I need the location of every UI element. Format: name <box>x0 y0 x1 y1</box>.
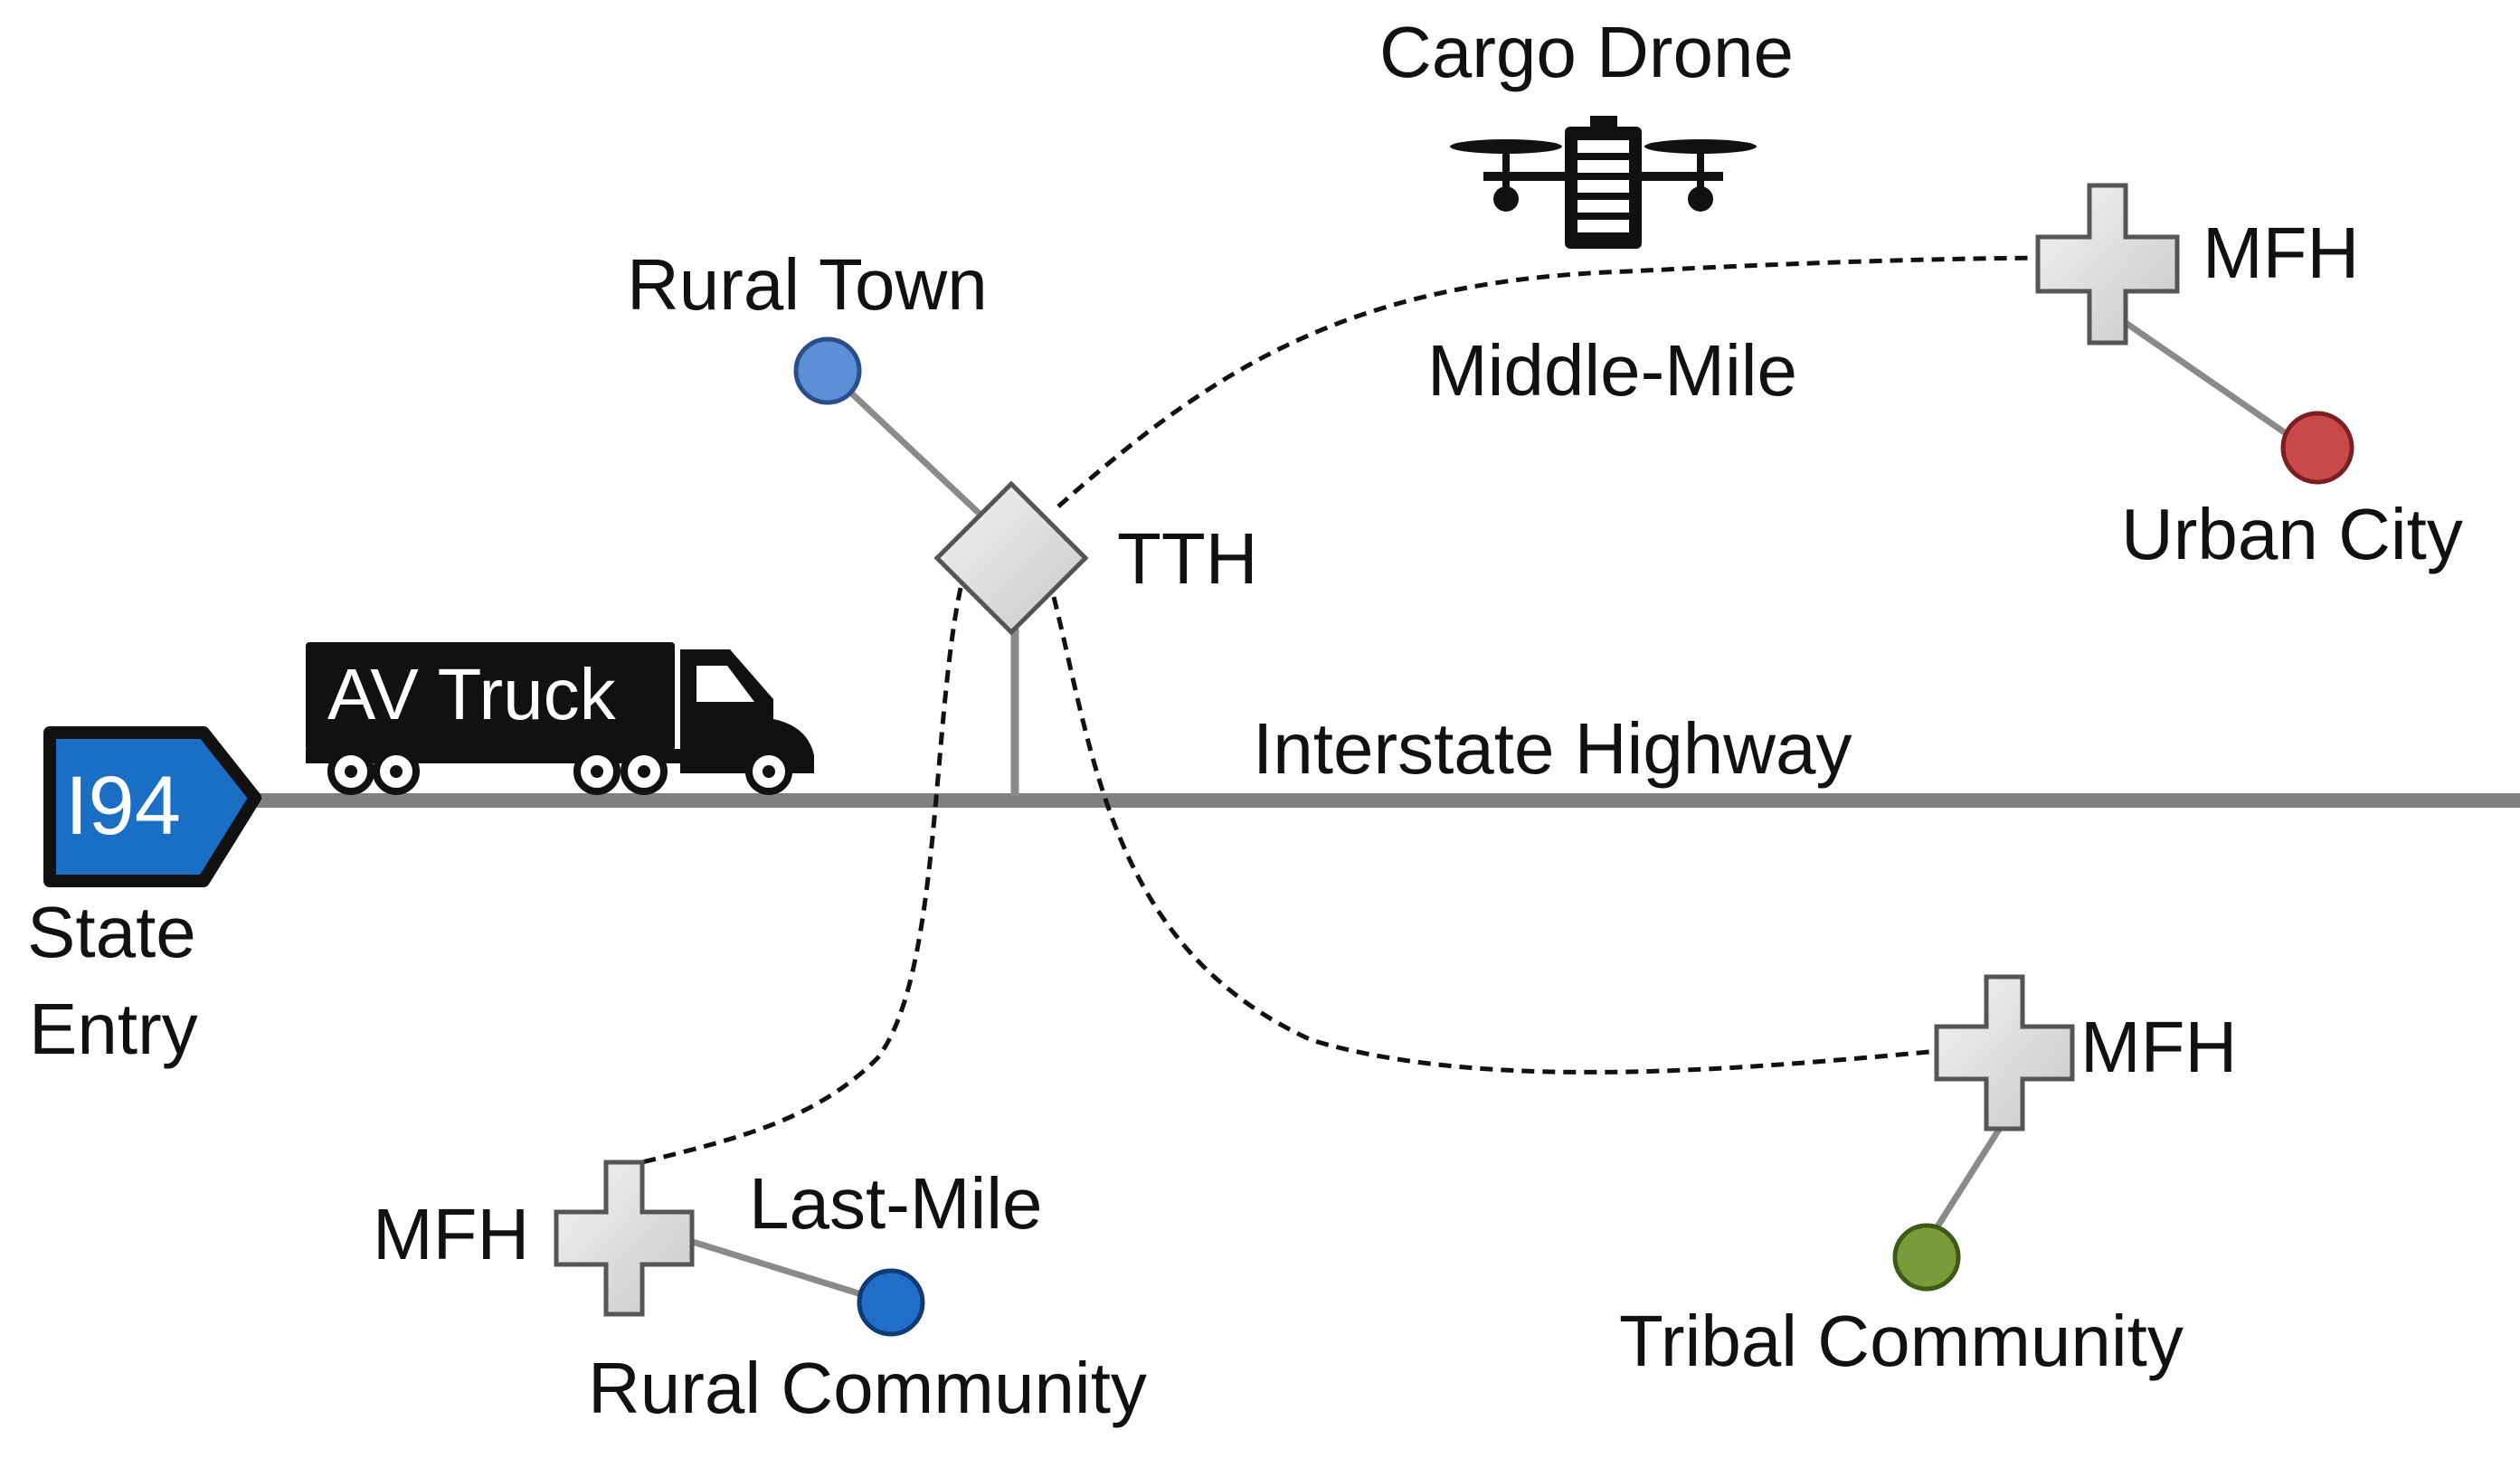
rural-town-node <box>793 336 862 405</box>
mfh-left-label: MFH <box>373 1194 529 1274</box>
truck-icon <box>306 642 814 795</box>
rural-town-spoke <box>825 368 984 518</box>
middle-mile-route <box>1056 255 2081 508</box>
urban-city-label: Urban City <box>2121 494 2463 574</box>
rural-community-label: Rural Community <box>588 1348 1147 1428</box>
tribal-community-node <box>1892 1223 1961 1292</box>
rural-community-node <box>857 1268 925 1337</box>
route-to-tribal-mfh <box>1051 596 1959 1075</box>
av-truck-label: AV Truck <box>327 654 617 734</box>
cargo-drone-label: Cargo Drone <box>1379 12 1794 92</box>
highway-sign-label: I94 <box>65 760 181 852</box>
rural-town-label: Rural Town <box>627 244 988 325</box>
highway-sign-icon <box>43 726 261 887</box>
state-entry-label-line2: Entry <box>29 989 198 1069</box>
mfh-right-cross-hub-icon <box>1934 974 2075 1131</box>
tribal-community-label: Tribal Community <box>1619 1301 2184 1381</box>
urban-city-node <box>2280 411 2354 485</box>
tth-diamond-hub-icon <box>933 480 1089 636</box>
drone-icon <box>1450 116 1757 249</box>
interstate-highway-label: Interstate Highway <box>1253 708 1852 789</box>
tth-label: TTH <box>1117 518 1258 599</box>
last-mile-label: Last-Mile <box>749 1163 1043 1244</box>
rural-community-spoke <box>668 1231 884 1304</box>
mfh-right-label: MFH <box>2080 1007 2237 1087</box>
mfh-left-cross-hub-icon <box>554 1160 695 1317</box>
middle-mile-label: Middle-Mile <box>1427 330 1797 411</box>
mfh-top-cross-hub-icon <box>2035 183 2180 346</box>
mfh-top-label: MFH <box>2203 213 2359 293</box>
urban-city-spoke <box>2115 314 2299 444</box>
route-to-rural-mfh <box>641 587 963 1165</box>
state-entry-label-line1: State <box>27 892 196 972</box>
